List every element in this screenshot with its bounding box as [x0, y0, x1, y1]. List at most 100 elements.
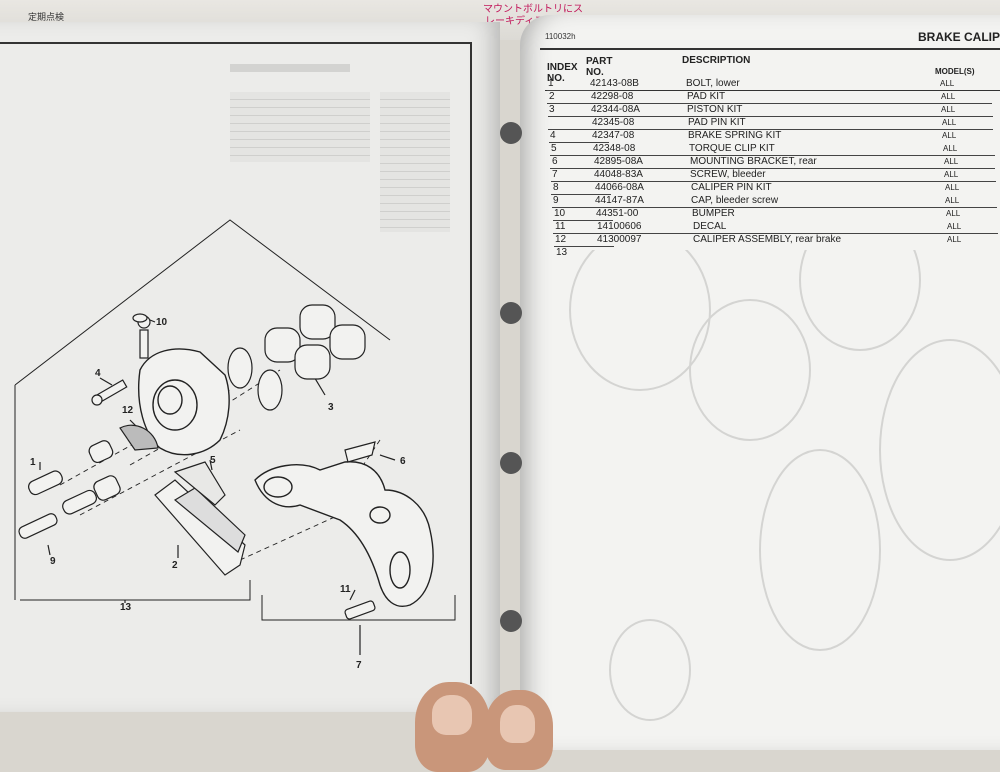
header-index-2: NO. — [547, 73, 565, 84]
header-rule — [545, 90, 1000, 91]
row-models: ALL — [946, 209, 961, 218]
row-separator — [554, 246, 614, 247]
header-models: MODEL(S) — [935, 67, 975, 76]
exploded-view-diagram: 10 4 12 3 1 5 6 9 2 13 11 7 — [14, 219, 456, 671]
right-thumbnail — [500, 705, 535, 743]
callout-2: 2 — [172, 560, 178, 571]
row-models: ALL — [940, 79, 955, 88]
row-part-no: 42143-08B — [590, 78, 639, 89]
row-separator — [551, 181, 996, 182]
header-part-2: NO. — [586, 67, 604, 78]
binder-hole-1 — [500, 122, 522, 144]
row-index: 10 — [554, 208, 566, 219]
row-part-no: 42344-08A — [591, 104, 640, 115]
row-index: 13 — [556, 247, 568, 258]
row-models: ALL — [947, 235, 962, 244]
row-part-no: 44048-83A — [594, 169, 643, 180]
row-description: TORQUE CLIP KIT — [689, 143, 775, 154]
binder-hole-2 — [500, 302, 522, 324]
header-index-1: INDEX — [547, 62, 578, 73]
row-models: ALL — [942, 131, 957, 140]
header-index: INDEX NO. — [547, 62, 578, 84]
row-models: ALL — [942, 118, 957, 127]
left-page-frame — [0, 42, 472, 684]
pistons — [227, 304, 366, 411]
row-part-no: 42895-08A — [594, 156, 643, 167]
bleed-through-illustration — [569, 250, 1000, 721]
row-part-no: 44066-08A — [595, 182, 644, 193]
row-models: ALL — [941, 105, 956, 114]
row-part-no: 42345-08 — [592, 117, 635, 128]
row-index: 8 — [553, 182, 559, 193]
callout-1: 1 — [30, 457, 36, 468]
row-separator — [550, 155, 995, 156]
row-separator — [549, 142, 609, 143]
row-models: ALL — [944, 157, 959, 166]
callout-11: 11 — [340, 584, 351, 595]
row-index: 7 — [552, 169, 558, 180]
row-description: PISTON KIT — [687, 104, 743, 115]
callout-13: 13 — [120, 602, 132, 613]
japanese-note-right-2: レーキディスク — [485, 16, 555, 27]
header-description: DESCRIPTION — [682, 55, 751, 66]
row-separator — [547, 90, 607, 91]
callout-12: 12 — [122, 405, 134, 416]
row-index: 4 — [550, 130, 556, 141]
row-description: SCREW, bleeder — [690, 169, 766, 180]
callout-3: 3 — [328, 402, 334, 413]
mounting-bracket — [254, 461, 434, 607]
row-models: ALL — [943, 144, 958, 153]
japanese-note-left: 定期点検 — [28, 12, 65, 22]
row-description: BOLT, lower — [686, 78, 740, 89]
row-description: PAD KIT — [687, 91, 726, 102]
row-part-no: 41300097 — [597, 234, 642, 245]
row-index: 6 — [552, 156, 558, 167]
row-part-no: 44147-87A — [595, 195, 644, 206]
row-description: CAP, bleeder screw — [691, 195, 779, 206]
row-separator — [553, 220, 613, 221]
row-separator — [550, 168, 995, 169]
header-part-1: PART — [586, 56, 613, 67]
brake-pads — [154, 479, 246, 576]
binder-hole-3 — [500, 452, 522, 474]
row-description: CALIPER ASSEMBLY, rear brake — [693, 234, 842, 245]
row-part-no: 44351-00 — [596, 208, 639, 219]
row-models: ALL — [941, 92, 956, 101]
page-title: BRAKE CALIPER — [918, 30, 1000, 44]
row-models: ALL — [944, 170, 959, 179]
left-thumbnail — [432, 695, 472, 735]
binder-hole-4 — [500, 610, 522, 632]
row-separator — [548, 116, 993, 117]
callout-7: 7 — [356, 660, 362, 671]
row-separator — [551, 194, 611, 195]
callout-10: 10 — [156, 317, 168, 328]
doc-code: 110032h — [545, 32, 576, 41]
callout-6: 6 — [400, 456, 406, 467]
callout-9: 9 — [50, 556, 56, 567]
row-index: 11 — [555, 221, 566, 232]
row-index: 3 — [549, 104, 555, 115]
right-page — [520, 15, 1000, 750]
row-separator — [553, 233, 998, 234]
row-models: ALL — [947, 222, 962, 231]
japanese-note-right-1: マウントボルトリにス — [483, 4, 583, 15]
callout-4: 4 — [95, 368, 101, 379]
row-description: MOUNTING BRACKET, rear — [690, 156, 817, 167]
row-index: 1 — [548, 78, 554, 89]
row-part-no: 42348-08 — [593, 143, 636, 154]
row-separator — [552, 207, 997, 208]
row-description: CALIPER PIN KIT — [691, 182, 772, 193]
title-rule — [540, 48, 1000, 50]
callout-5: 5 — [210, 455, 216, 466]
header-part: PART NO. — [586, 56, 612, 78]
row-models: ALL — [945, 196, 960, 205]
row-description: DECAL — [693, 221, 727, 232]
row-description: PAD PIN KIT — [688, 117, 746, 128]
row-part-no: 42347-08 — [592, 130, 635, 141]
row-separator — [547, 103, 992, 104]
row-description: BUMPER — [692, 208, 735, 219]
row-models: ALL — [945, 183, 960, 192]
row-part-no: 42298-08 — [591, 91, 634, 102]
row-part-no: 14100606 — [597, 221, 642, 232]
row-index: 5 — [551, 143, 557, 154]
